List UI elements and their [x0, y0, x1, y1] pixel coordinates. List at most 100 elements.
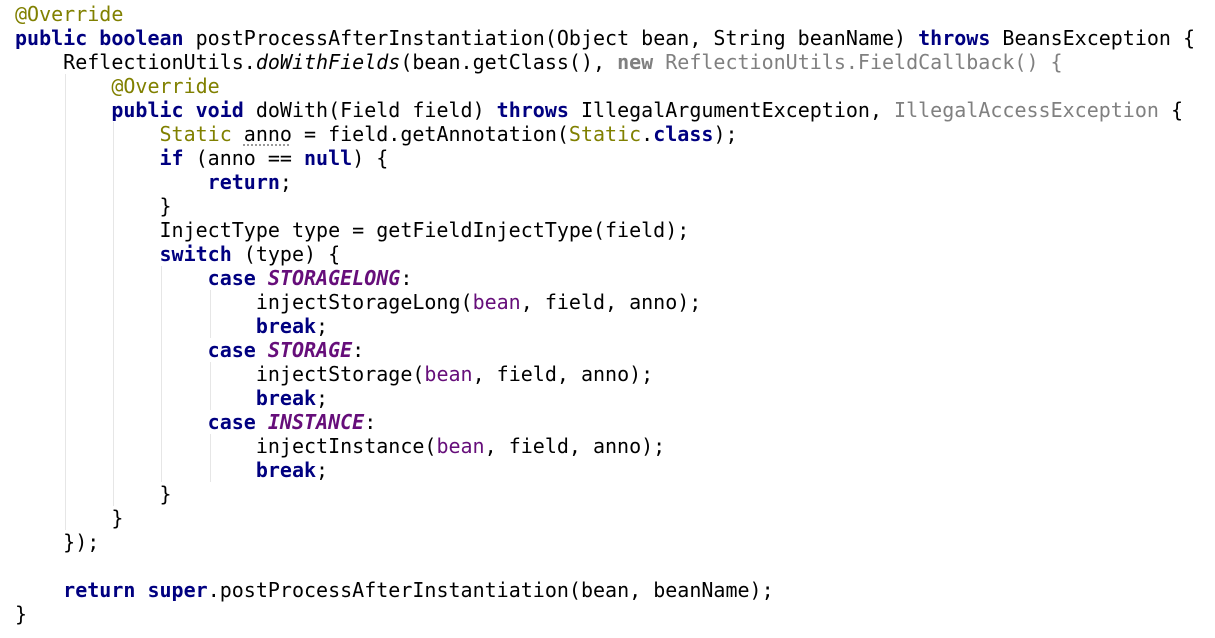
code-line: }	[15, 506, 123, 530]
code-line: }	[15, 482, 172, 506]
code-token: InjectType type = getFieldInjectType(fie…	[15, 218, 690, 242]
code-token: ;	[316, 458, 329, 482]
code-token: doWithFields	[255, 50, 401, 74]
code-token: break	[255, 314, 317, 338]
code-token	[135, 578, 147, 602]
code-token: class	[653, 122, 714, 146]
code-line: ReflectionUtils.doWithFields(bean.getCla…	[15, 50, 1062, 74]
code-token: });	[15, 530, 100, 554]
code-token: injectStorage(	[15, 362, 425, 386]
code-line: break;	[15, 314, 328, 338]
code-token: ;	[316, 314, 329, 338]
code-token: break	[255, 458, 317, 482]
code-token	[15, 314, 256, 338]
indent-guide	[161, 266, 163, 482]
code-token: injectInstance(	[15, 434, 437, 458]
code-token: BeansException {	[990, 26, 1196, 50]
code-line: public boolean postProcessAfterInstantia…	[15, 26, 1195, 50]
code-line: public void doWith(Field field) throws I…	[15, 98, 1183, 122]
code-token: , field, anno);	[484, 434, 666, 458]
code-token	[15, 458, 256, 482]
code-token: IllegalAccessException	[894, 98, 1159, 122]
code-line: @Override	[15, 2, 123, 26]
code-token: ;	[279, 170, 292, 194]
code-token	[15, 122, 160, 146]
code-token	[232, 122, 244, 146]
code-token: = field.getAnnotation(	[291, 122, 569, 146]
code-token: Static	[159, 122, 232, 146]
code-token: Static	[568, 122, 642, 146]
code-line: injectStorageLong(bean, field, anno);	[15, 290, 702, 314]
code-token: return	[207, 170, 280, 194]
indent-guide	[209, 362, 211, 410]
code-token: }	[15, 506, 124, 530]
code-token	[15, 266, 208, 290]
code-token: @Override	[111, 74, 220, 98]
code-line: }	[15, 194, 171, 218]
code-token: doWith(Field field)	[243, 98, 497, 122]
code-token: }	[15, 602, 28, 626]
code-line: @Override	[15, 74, 220, 98]
code-token: (anno ==	[183, 146, 305, 170]
code-token: if	[159, 146, 184, 170]
code-line: if (anno == null) {	[15, 146, 389, 170]
code-token: anno	[243, 122, 292, 146]
code-token: boolean	[99, 26, 184, 50]
code-token: .	[641, 122, 654, 146]
code-token: }	[15, 482, 172, 506]
code-token: return	[63, 578, 136, 602]
code-line: }	[15, 602, 27, 626]
code-token: ReflectionUtils.	[15, 50, 256, 74]
code-token: :	[352, 338, 365, 362]
code-line: case STORAGE:	[15, 338, 365, 362]
code-token: break	[255, 386, 317, 410]
code-line: case INSTANCE:	[15, 410, 377, 434]
code-line: break;	[15, 458, 328, 482]
code-token	[15, 146, 160, 170]
indent-guide	[65, 74, 67, 530]
code-line: return;	[15, 170, 292, 194]
code-token: INSTANCE	[267, 410, 365, 434]
code-token: throws	[918, 26, 991, 50]
indent-guide	[113, 122, 115, 506]
code-line: case STORAGELONG:	[15, 266, 413, 290]
code-token	[87, 26, 99, 50]
code-token: case	[207, 266, 256, 290]
code-token: injectStorageLong(	[15, 290, 473, 314]
code-token: new	[617, 50, 654, 74]
code-token	[15, 74, 111, 98]
code-token: bean	[424, 362, 473, 386]
code-token: public	[15, 26, 88, 50]
code-token: (bean.getClass(),	[400, 50, 618, 74]
code-token: switch	[159, 242, 232, 266]
code-token: public	[111, 98, 184, 122]
code-token: STORAGELONG	[267, 266, 401, 290]
code-token: );	[713, 122, 738, 146]
code-token	[256, 266, 268, 290]
code-token: {	[1158, 98, 1184, 122]
code-token	[256, 338, 268, 362]
code-token	[15, 386, 256, 410]
code-token: case	[207, 410, 256, 434]
code-token	[256, 410, 268, 434]
code-token	[15, 410, 208, 434]
code-token	[15, 242, 160, 266]
code-token: postProcessAfterInstantiation(Object bea…	[183, 26, 919, 50]
code-token	[15, 98, 111, 122]
code-token	[15, 170, 208, 194]
code-token: bean	[436, 434, 485, 458]
code-token: super	[147, 578, 208, 602]
code-token: .postProcessAfterInstantiation(bean, bea…	[207, 578, 774, 602]
code-token: void	[195, 98, 244, 122]
code-token: :	[364, 410, 377, 434]
code-token	[15, 578, 63, 602]
indent-guide	[209, 290, 211, 338]
code-line: injectStorage(bean, field, anno);	[15, 362, 653, 386]
code-line: Static anno = field.getAnnotation(Static…	[15, 122, 738, 146]
code-token: @Override	[15, 2, 124, 26]
indent-guide	[209, 434, 211, 482]
code-token: STORAGE	[267, 338, 353, 362]
code-line: injectInstance(bean, field, anno);	[15, 434, 665, 458]
code-token: IllegalArgumentException,	[568, 98, 895, 122]
